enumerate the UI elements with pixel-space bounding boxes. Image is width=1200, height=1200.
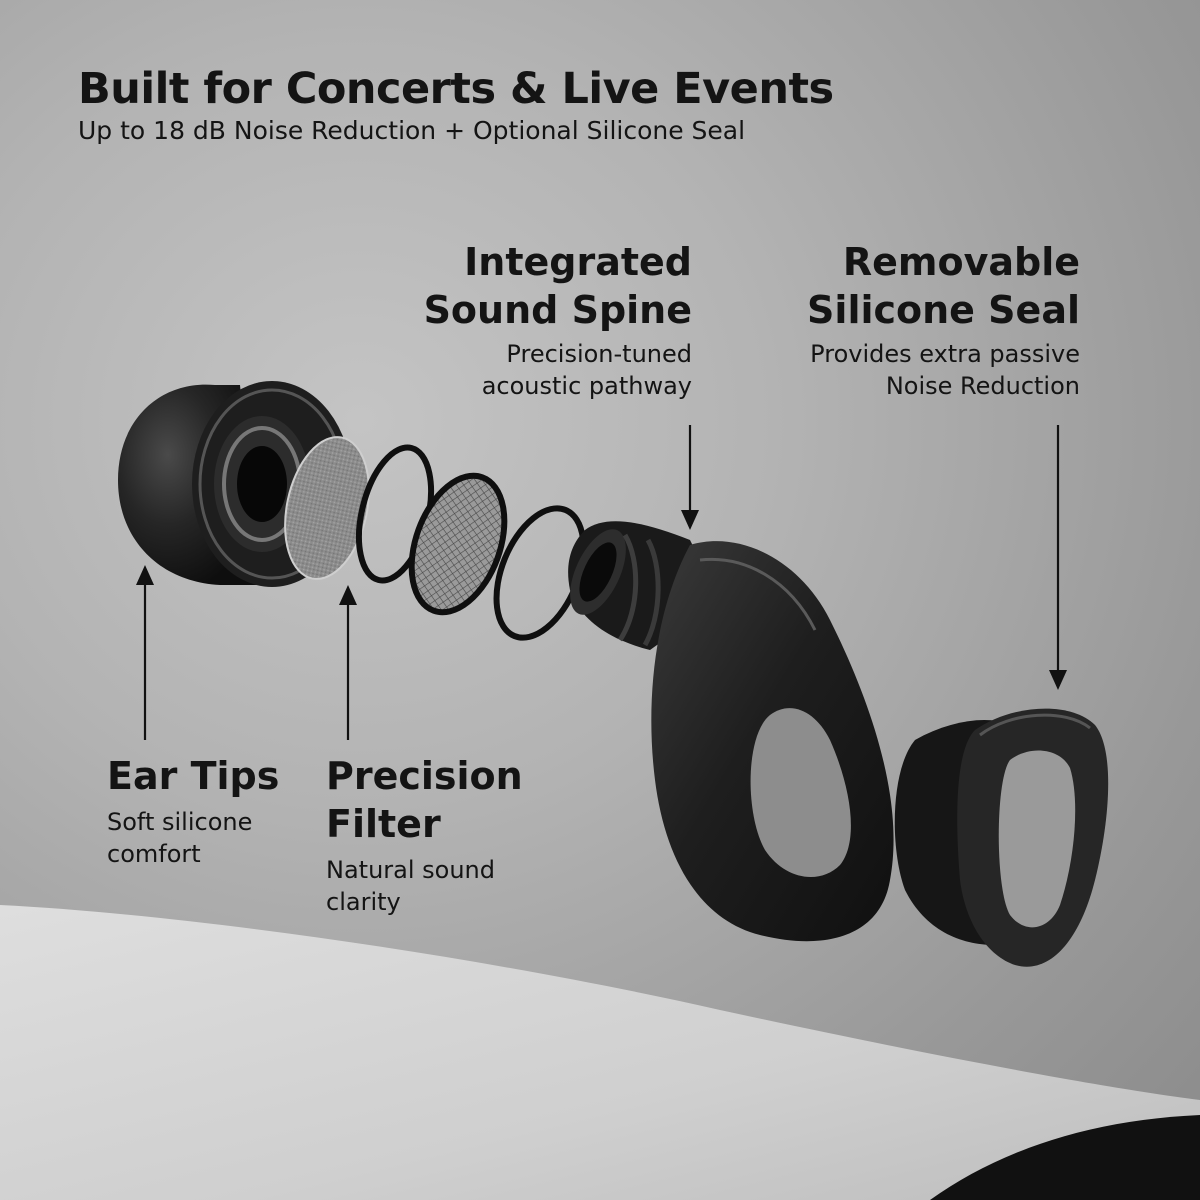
silicone-seal-desc-line2: Noise Reduction xyxy=(885,372,1080,400)
ear-tips-desc-line1: Soft silicone xyxy=(107,808,253,836)
ear-tips-heading: Ear Tips xyxy=(107,754,280,798)
precision-filter-desc-line1: Natural sound xyxy=(326,856,495,884)
fabric-filter-disc xyxy=(284,436,370,580)
callout-ear-tips: Ear Tips Soft silicone comfort xyxy=(107,752,327,870)
sound-spine-heading-line1: Integrated xyxy=(464,240,692,284)
sound-spine-heading-line2: Sound Spine xyxy=(423,288,692,332)
precision-filter-heading-line2: Filter xyxy=(326,802,441,846)
sound-spine-arrow xyxy=(681,425,699,530)
silicone-seal-component xyxy=(894,708,1109,967)
callout-sound-spine: Integrated Sound Spine Precision-tuned a… xyxy=(372,238,692,402)
silicone-seal-heading-line1: Removable xyxy=(842,240,1080,284)
precision-filter-heading-line1: Precision xyxy=(326,754,523,798)
sound-spine-desc-line1: Precision-tuned xyxy=(506,340,692,368)
ear-tips-desc-line2: comfort xyxy=(107,840,201,868)
ear-tips-arrow xyxy=(136,565,154,740)
silicone-seal-heading-line2: Silicone Seal xyxy=(807,288,1080,332)
callout-silicone-seal: Removable Silicone Seal Provides extra p… xyxy=(720,238,1080,402)
mesh-filter-disc xyxy=(408,472,508,616)
floor-dark-edge xyxy=(930,1115,1200,1200)
page-subtitle: Up to 18 dB Noise Reduction + Optional S… xyxy=(78,116,746,145)
silicone-seal-desc-line1: Provides extra passive xyxy=(810,340,1080,368)
page-title: Built for Concerts & Live Events xyxy=(78,64,834,114)
silicone-seal-arrow xyxy=(1049,425,1067,690)
sound-spine-desc-line2: acoustic pathway xyxy=(481,372,692,400)
precision-filter-desc-line2: clarity xyxy=(326,888,401,916)
floor-surface xyxy=(0,905,1200,1200)
earplug-body xyxy=(651,541,894,942)
precision-filter-arrow xyxy=(339,585,357,740)
callout-precision-filter: Precision Filter Natural sound clarity xyxy=(326,752,566,918)
